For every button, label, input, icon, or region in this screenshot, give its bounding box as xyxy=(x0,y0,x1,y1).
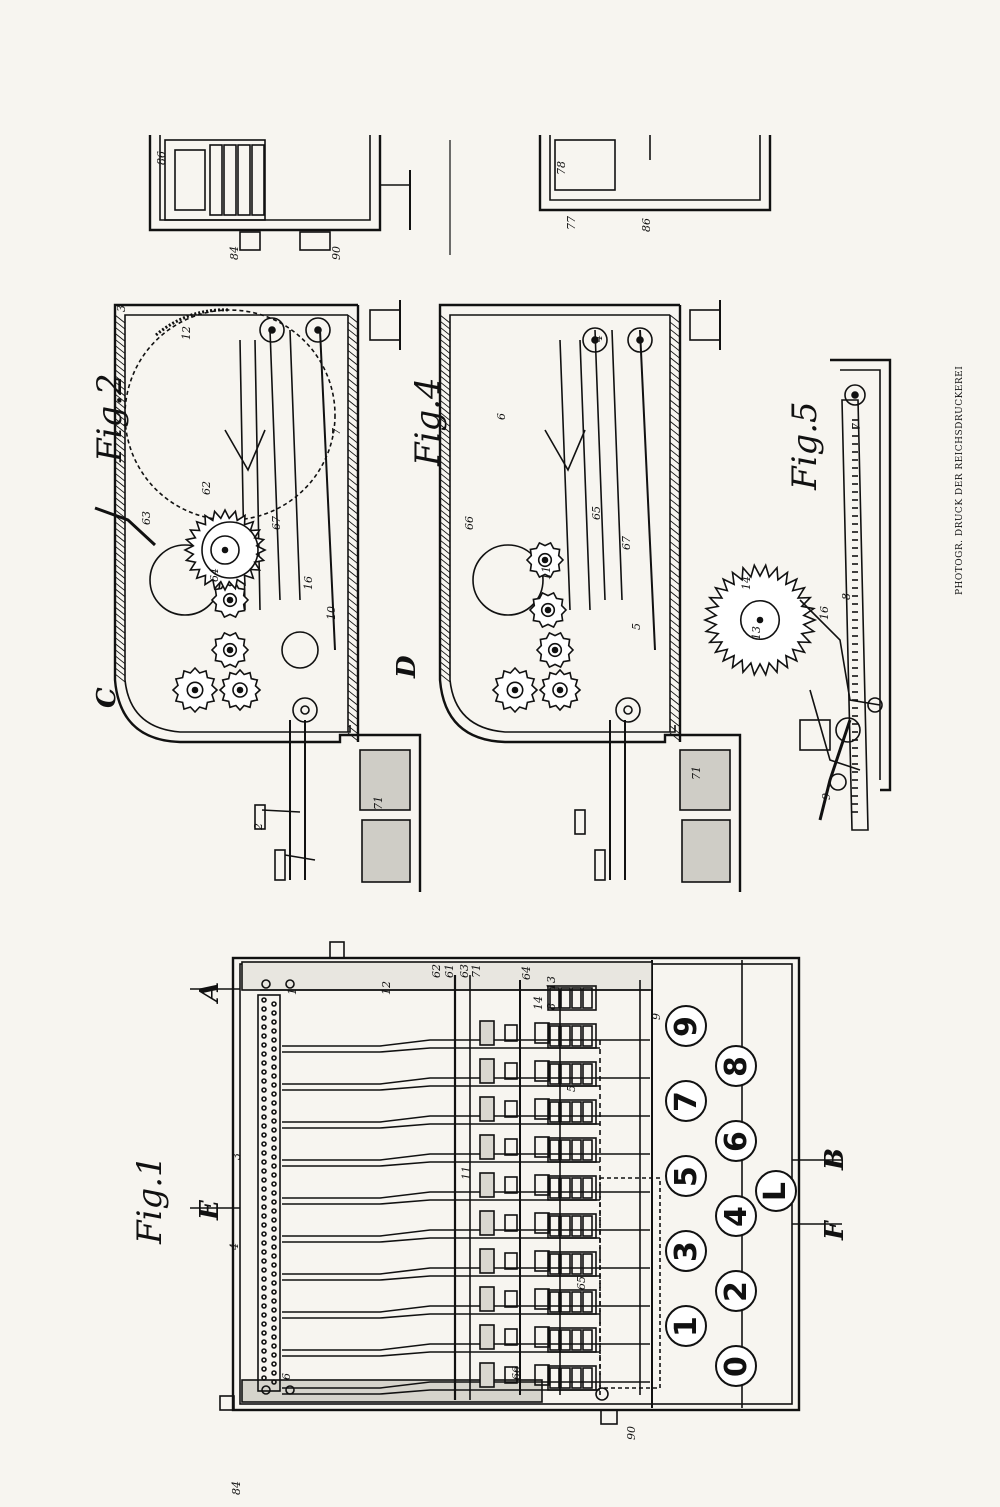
gear-wheel xyxy=(210,581,250,619)
gear-wheel xyxy=(702,563,818,677)
fig5-gear xyxy=(702,563,818,677)
gear-wheel xyxy=(183,508,267,592)
gear-wheel xyxy=(535,631,575,669)
fig4-hatching xyxy=(439,314,681,742)
fig2-drawing xyxy=(94,300,422,892)
fig1-number-wheels xyxy=(547,985,597,1391)
gear-wheel xyxy=(210,631,250,669)
fig2-hatching xyxy=(114,314,359,742)
gear-wheel xyxy=(171,666,219,714)
fig5-scale-ticks xyxy=(852,419,858,813)
fig3-partial-drawing xyxy=(148,135,772,255)
fig1-gear-row xyxy=(479,1020,550,1388)
fig2-gears xyxy=(171,508,267,714)
gear-wheel xyxy=(491,666,539,714)
fig4-drawing xyxy=(438,300,742,892)
fig5-drawing xyxy=(702,358,892,831)
fig3-number-wheels xyxy=(209,144,265,216)
fig1-levers xyxy=(282,1039,650,1395)
gear-wheel xyxy=(538,668,582,712)
gear-wheel xyxy=(525,541,565,579)
perforated-bar-holes xyxy=(261,997,277,1385)
fig1-drawing xyxy=(190,941,842,1425)
fig4-gears xyxy=(491,541,582,714)
gear-wheel xyxy=(528,591,568,629)
gear-wheel xyxy=(218,668,262,712)
